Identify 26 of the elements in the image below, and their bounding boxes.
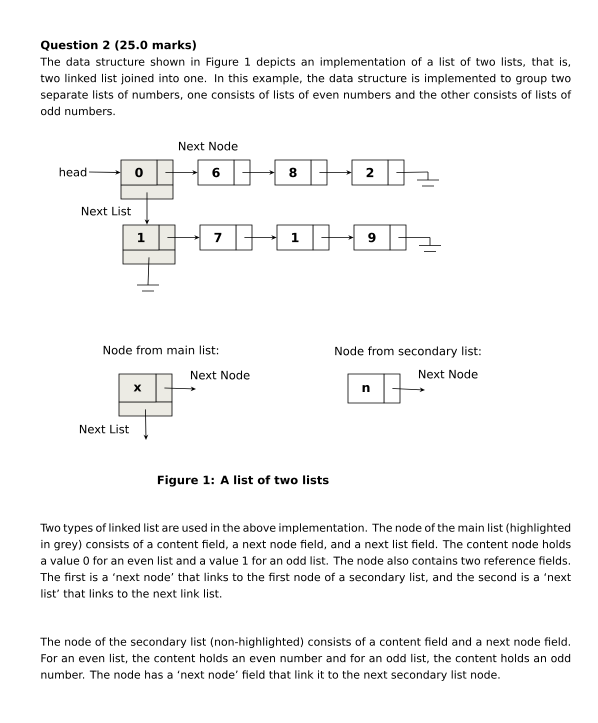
connector-line	[396, 172, 428, 173]
edge-label: Next List	[82, 206, 131, 216]
pointer-label: head	[60, 168, 86, 176]
list-node: 8	[274, 160, 328, 186]
main-list-node: 1	[122, 224, 176, 264]
diagram-label: Node from secondary list:	[335, 346, 480, 358]
list-node: 1	[276, 224, 330, 250]
main-list-node: 0	[120, 160, 174, 200]
connector-line	[148, 257, 150, 286]
edge-label: Next Node	[178, 142, 238, 150]
list-node: n	[348, 374, 400, 404]
edge-label: Next Node	[418, 370, 478, 378]
main-list-node: x	[118, 374, 172, 416]
edge-label: Next List	[80, 424, 129, 434]
list-node: 2	[352, 160, 404, 186]
connector-line	[398, 237, 430, 238]
paragraph: Two types of linked list are used in the above implementation. The node of the main list (highlighted in grey) consists of a content field, a next node field, and a next list field. The content node holds a value 0 for an even list and a value 1 for an odd list. The node also contains two reference fields. The first is a ‘next node’ that links to the first node of a secondary list, and the second is a ‘next list’ that links to the next link list.	[40, 523, 571, 598]
paragraph: The data structure shown in Figure 1 depicts an implementation of a list of two lists, that is, two linked list joined into one. In this example, the data structure is implemented to group two separate lists of numbers, one consists of lists of even numbers and the other consists of lists of odd numbers.	[40, 57, 572, 116]
list-node: 9	[354, 224, 406, 250]
list-node: 7	[200, 224, 252, 250]
edge-label: Next Node	[190, 370, 250, 380]
title: Question 2 (25.0 marks)	[40, 40, 196, 51]
figure-caption: Figure 1: A list of two lists	[158, 475, 329, 487]
list-node: 6	[198, 160, 250, 186]
paragraph: The node of the secondary list (non-highlighted) consists of a content field and a next node field. For an even list, the content holds an even number and for an odd list, the content holds an odd number. The node has a ‘next node’ field that link it to the next secondary list node.	[40, 637, 570, 681]
diagram-label: Node from main list:	[104, 346, 218, 354]
